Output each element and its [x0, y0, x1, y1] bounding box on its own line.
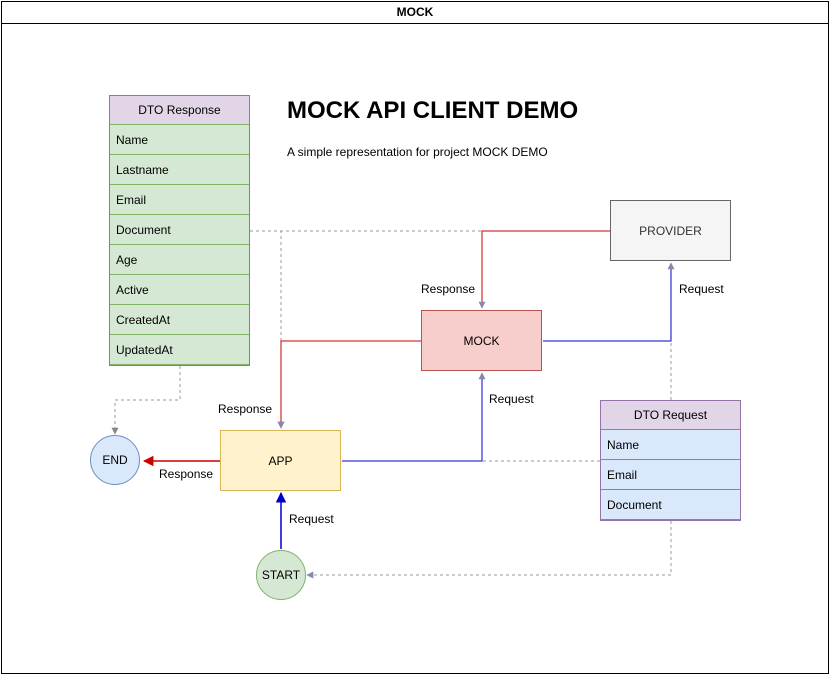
- dto-response-table: DTO Response Name Lastname Email Documen…: [109, 95, 250, 366]
- dto-response-title: DTO Response: [138, 103, 221, 117]
- dto-response-field: UpdatedAt: [110, 335, 249, 365]
- dto-request-title: DTO Request: [633, 408, 708, 422]
- label-start-to-app: Request: [289, 512, 334, 526]
- edge-dto-request-to-start: [306, 521, 672, 579]
- diagram-title: MOCK API CLIENT DEMO: [287, 97, 579, 124]
- label-provider-to-mock: Response: [421, 282, 476, 296]
- label-mock-to-app: Response: [218, 402, 273, 416]
- edge-app-to-mock: [342, 372, 486, 462]
- mock-node: MOCK: [421, 310, 542, 371]
- edge-dto-response-to-app: [250, 230, 285, 429]
- app-node: APP: [220, 430, 341, 491]
- start-node: START: [256, 550, 306, 600]
- dto-request-field: Document: [601, 490, 740, 520]
- end-label: END: [102, 453, 128, 467]
- dto-request-header: DTO Request: [601, 400, 740, 430]
- provider-node: PROVIDER: [610, 200, 731, 261]
- diagram-subtitle: A simple representation for project MOCK…: [287, 145, 548, 159]
- dto-response-field: Document: [110, 215, 249, 245]
- end-node: END: [90, 435, 140, 485]
- dto-response-field: CreatedAt: [110, 305, 249, 335]
- dto-response-header: DTO Response: [110, 95, 249, 125]
- dto-response-field: Name: [110, 125, 249, 155]
- start-label: START: [261, 568, 301, 582]
- dto-request-table: DTO Request Name Email Document: [600, 400, 741, 521]
- frame-title: MOCK: [1, 1, 829, 24]
- label-app-to-end: Response: [159, 467, 214, 481]
- edge-mock-to-app: [277, 340, 421, 429]
- provider-label: PROVIDER: [639, 223, 702, 238]
- mock-label: MOCK: [463, 333, 500, 348]
- dto-request-field: Email: [601, 460, 740, 490]
- label-mock-to-provider: Request: [679, 282, 724, 296]
- dto-request-field: Name: [601, 430, 740, 460]
- dto-response-field: Email: [110, 185, 249, 215]
- label-app-to-mock: Request: [489, 392, 534, 406]
- edge-provider-to-mock: [478, 230, 610, 309]
- dto-response-field: Active: [110, 275, 249, 305]
- dto-response-field: Lastname: [110, 155, 249, 185]
- edge-dto-response-to-end: [111, 366, 181, 435]
- app-label: APP: [268, 453, 293, 468]
- dto-response-field: Age: [110, 245, 249, 275]
- edge-mock-to-provider: [543, 262, 675, 342]
